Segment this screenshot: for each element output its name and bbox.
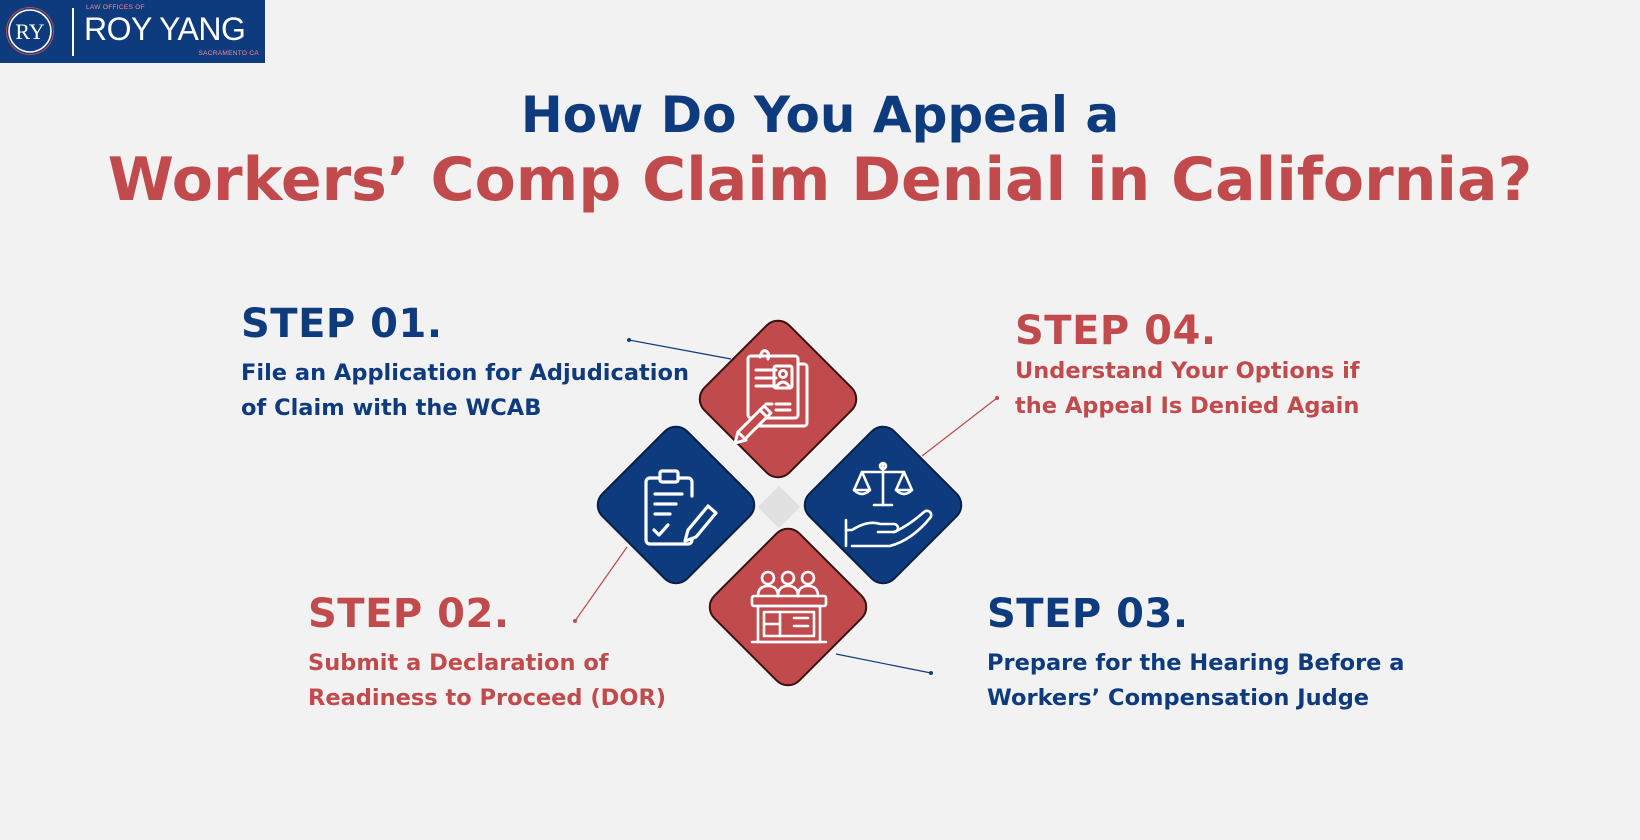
logo-pretitle: LAW OFFICES OF: [86, 4, 145, 11]
step-02-description: Submit a Declaration of Readiness to Pro…: [308, 646, 666, 716]
ry-monogram-icon: RY: [6, 7, 54, 55]
step3-diamond: [708, 527, 868, 687]
step-03-label: STEP 03.: [987, 591, 1189, 637]
connector-step3: [835, 653, 933, 675]
step-02: STEP 02. Submit a Declaration of Readine…: [308, 591, 666, 716]
step-04-description: Understand Your Options if the Appeal Is…: [1015, 354, 1360, 424]
scales-hand-icon: [844, 461, 933, 548]
step-02-desc-line2: Readiness to Proceed (DOR): [308, 685, 667, 711]
step-03: STEP 03. Prepare for the Hearing Before …: [987, 591, 1404, 716]
document-pencil-icon: [733, 349, 809, 445]
step-01-description: File an Application for Adjudication of …: [241, 356, 689, 426]
clipboard-checklist-icon: [644, 469, 718, 546]
step1-diamond: [698, 319, 858, 479]
step-01-desc-line2: of Claim with the WCAB: [241, 395, 542, 421]
logo-divider: [72, 8, 74, 56]
firm-logo[interactable]: RY LAW OFFICES OF ROY YANG SACRAMENTO CA: [0, 0, 265, 63]
step-04-label: STEP 04.: [1015, 308, 1217, 354]
step-01-label: STEP 01.: [241, 301, 443, 347]
connector-step1: [627, 338, 732, 360]
logo-city: SACRAMENTO CA: [198, 50, 259, 57]
logo-monogram: RY: [15, 19, 44, 44]
step-01: STEP 01. File an Application for Adjudic…: [241, 301, 689, 426]
step-03-description: Prepare for the Hearing Before a Workers…: [987, 646, 1404, 716]
step-04-desc-line1: Understand Your Options if: [1015, 358, 1360, 384]
step-04-desc-line2: the Appeal Is Denied Again: [1015, 393, 1360, 419]
step-02-label: STEP 02.: [308, 591, 510, 637]
step-03-desc-line1: Prepare for the Hearing Before a: [987, 650, 1405, 676]
courtroom-hearing-icon: [750, 570, 828, 644]
step-02-desc-line1: Submit a Declaration of: [308, 650, 609, 676]
step-03-desc-line2: Workers’ Compensation Judge: [987, 685, 1370, 711]
step4-diamond: [803, 425, 963, 585]
step-01-desc-line1: File an Application for Adjudication: [241, 360, 689, 386]
connector-step4: [921, 396, 999, 457]
logo-name: ROY YANG: [84, 11, 246, 47]
step2-diamond: [596, 425, 756, 585]
center-square: [757, 485, 801, 529]
connector-step2: [573, 546, 628, 623]
page-title-line1: How Do You Appeal a: [520, 86, 1120, 144]
page-title-line2: Workers’ Comp Claim Denial in California…: [107, 145, 1533, 215]
step-04: STEP 04. Understand Your Options if the …: [1015, 308, 1360, 424]
